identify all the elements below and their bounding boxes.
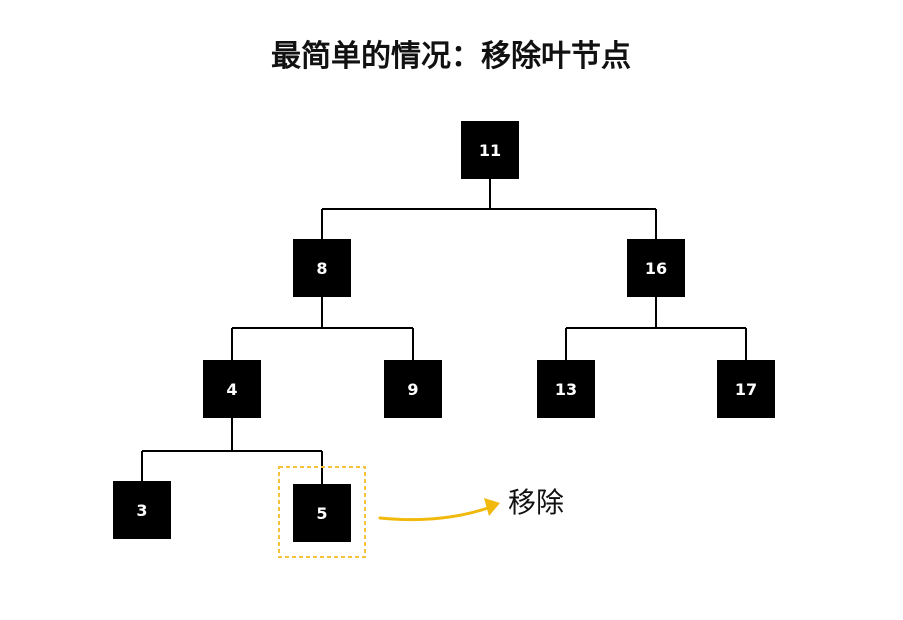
node-label: 9	[407, 380, 418, 399]
node-box	[537, 360, 595, 418]
node-label: 17	[735, 380, 757, 399]
node-box	[461, 121, 519, 179]
tree-node-8: 8	[293, 239, 351, 297]
tree-node-11: 11	[461, 121, 519, 179]
remove-label: 移除	[508, 486, 564, 519]
tree-node-5: 5	[293, 484, 351, 542]
tree-node-9: 9	[384, 360, 442, 418]
node-label: 8	[316, 259, 327, 278]
node-label: 11	[479, 141, 501, 160]
tree-nodes: 11 8 16 4 9 13 17 3 5	[113, 121, 775, 542]
remove-arrow-line	[378, 506, 490, 522]
tree-node-16: 16	[627, 239, 685, 297]
node-box	[627, 239, 685, 297]
node-label: 3	[136, 501, 147, 520]
highlight-box	[278, 466, 366, 558]
diagram-title: 最简单的情况：移除叶节点	[271, 39, 631, 74]
node-box	[717, 360, 775, 418]
node-label: 5	[316, 504, 327, 523]
remove-arrow-head	[484, 498, 500, 516]
node-label: 16	[645, 259, 667, 278]
node-box	[293, 239, 351, 297]
node-label: 4	[226, 380, 237, 399]
tree-node-13: 13	[537, 360, 595, 418]
node-box	[293, 484, 351, 542]
tree-node-17: 17	[717, 360, 775, 418]
node-box	[384, 360, 442, 418]
tree-node-4: 4	[203, 360, 261, 418]
node-box	[113, 481, 171, 539]
tree-node-3: 3	[113, 481, 171, 539]
node-box	[203, 360, 261, 418]
node-label: 13	[555, 380, 577, 399]
tree-edges	[141, 179, 747, 484]
